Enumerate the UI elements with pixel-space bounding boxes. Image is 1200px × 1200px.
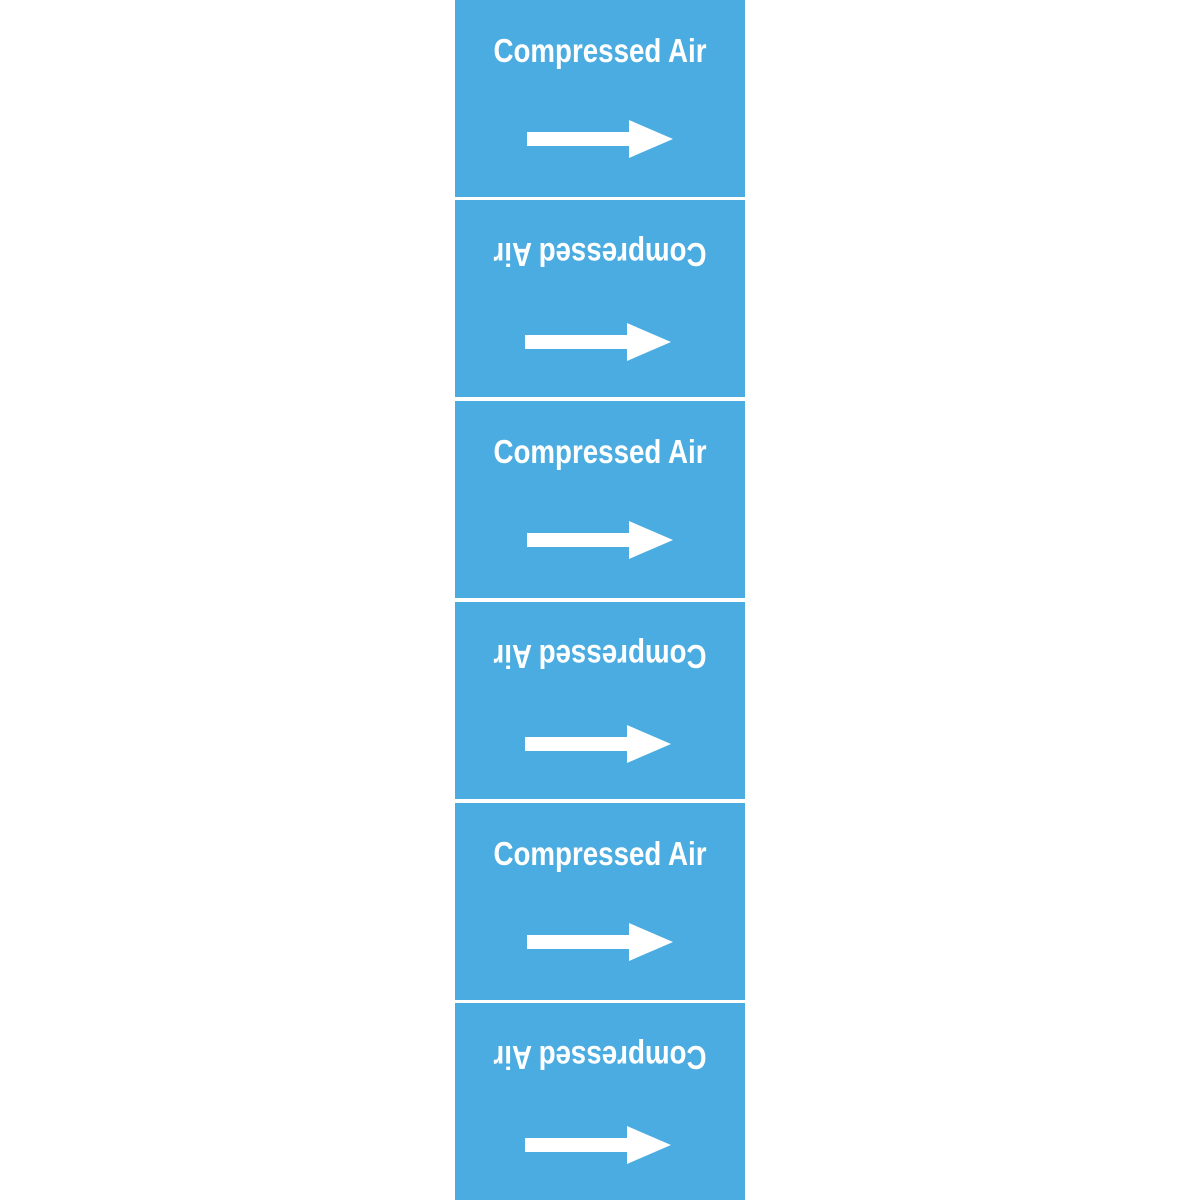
arrow-right-icon [527,521,673,559]
marker-panel: Compressed Air [455,803,745,1000]
marker-panel: Compressed Air [455,401,745,598]
marker-label: Compressed Air [493,835,707,872]
marker-label: Compressed Air [493,1039,707,1076]
marker-panel: Compressed Air [455,1003,745,1200]
arrow-right-icon [527,923,673,961]
marker-panel: Compressed Air [455,602,745,799]
marker-label: Compressed Air [493,236,707,273]
arrow-right-icon [527,120,673,158]
marker-label: Compressed Air [493,433,707,470]
marker-panel: Compressed Air [455,200,745,397]
pipe-marker-strip: Compressed Air Compressed Air Compressed… [455,0,745,1200]
marker-label: Compressed Air [493,638,707,675]
marker-panel: Compressed Air [455,0,745,197]
arrow-right-icon [525,323,671,361]
arrow-right-icon [525,1126,671,1164]
arrow-right-icon [525,725,671,763]
marker-label: Compressed Air [493,32,707,69]
